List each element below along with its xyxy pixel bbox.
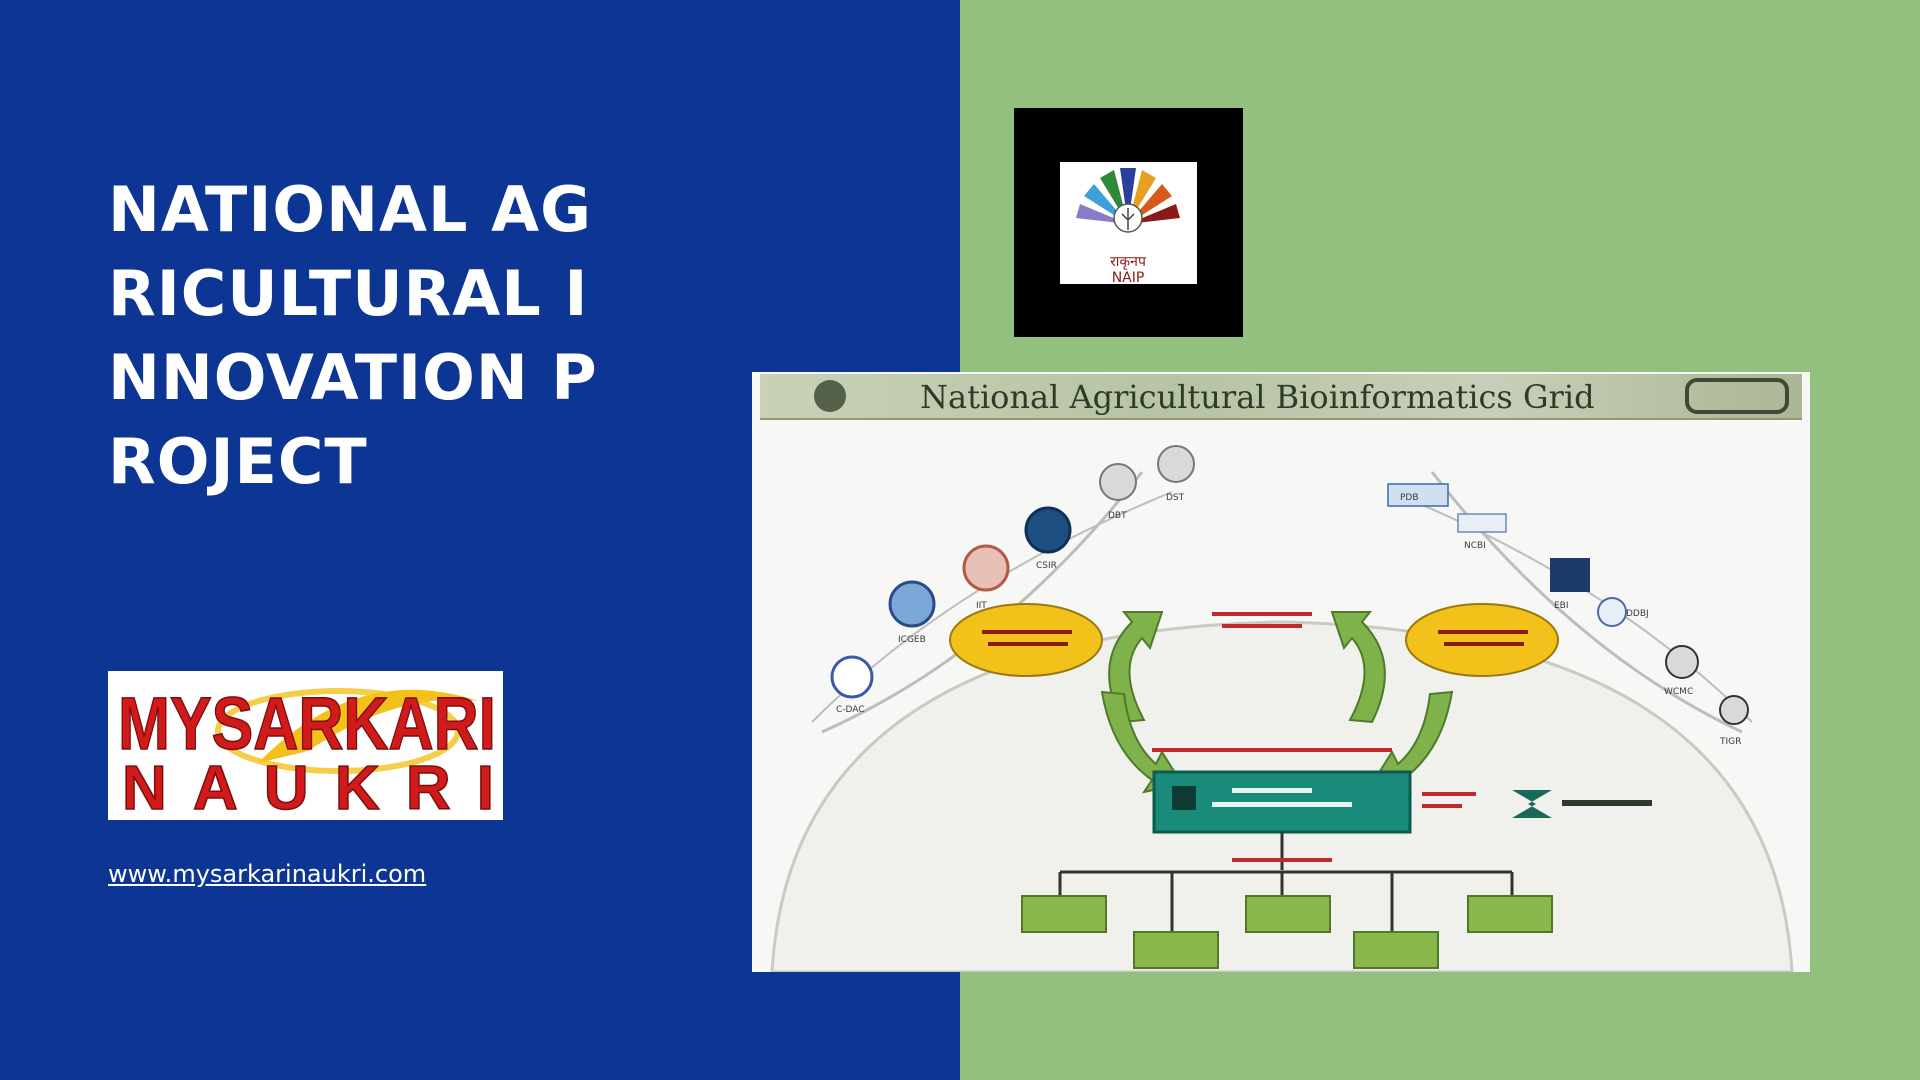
partner-label: DST: [1166, 493, 1185, 503]
partner-logo-icon: [888, 580, 936, 628]
figure-title: National Agricultural Bioinformatics Gri…: [920, 378, 1595, 416]
partner-label: CSIR: [1036, 561, 1057, 571]
mysarkarinaukri-logo: MYSARKARI NAUKRI: [108, 671, 503, 820]
partner-label: DDBJ: [1626, 609, 1649, 619]
partner-logo-icon: [830, 655, 874, 699]
brand-line1: MYSARKARI: [118, 682, 496, 765]
grid-node: [1133, 931, 1219, 969]
partner-label: TIGR: [1719, 737, 1741, 747]
partner-logo-icon: [1099, 463, 1137, 501]
figure-header: National Agricultural Bioinformatics Gri…: [760, 374, 1802, 420]
partner-label: C-DAC: [836, 705, 865, 715]
partner-logo-icon: [1665, 645, 1699, 679]
naip-emblem: राकृनप NAIP: [1060, 162, 1197, 284]
grid-node: [1245, 895, 1331, 933]
bioinformatics-grid-image: C-DAC ICGEB IIT CSIR DBT DST PDB NCBI EB…: [752, 372, 1810, 972]
emblem-icon: [814, 380, 846, 412]
partner-logo-icon: [1550, 558, 1590, 592]
partner-label: NCBI: [1464, 541, 1486, 551]
partner-label: ICGEB: [898, 635, 926, 645]
website-link[interactable]: www.mysarkarinaukri.com: [108, 860, 427, 888]
partner-logo-icon: [1719, 695, 1749, 725]
partner-label: PDB: [1400, 493, 1419, 503]
grid-node: [1353, 931, 1439, 969]
partner-label: IIT: [976, 601, 987, 611]
data-centre-icon: [1512, 790, 1552, 818]
arrow-up-icon: [1330, 611, 1386, 724]
partner-label: WCMC: [1664, 687, 1693, 697]
partner-logo-icon: [1457, 513, 1507, 533]
naip-logo-box: राकृनप NAIP: [1014, 108, 1243, 337]
partner-logo-icon: [1157, 445, 1195, 483]
international-organisations-node: [1405, 603, 1559, 677]
indian-organisations-node: [949, 603, 1103, 677]
partner-logo-icon: [1387, 483, 1449, 507]
partner-label: EBI: [1554, 601, 1569, 611]
grid-node: [1467, 895, 1553, 933]
grid-node: [1021, 895, 1107, 933]
naip-abbr: NAIP: [1112, 270, 1145, 284]
partner-logo-icon: [1597, 597, 1627, 627]
page-title: NATIONAL AGRICULTURAL INNOVATION PROJECT: [108, 173, 598, 498]
partner-logo-icon: [962, 544, 1010, 592]
partner-label: DBT: [1108, 511, 1127, 521]
partner-logo-icon: [1024, 506, 1072, 554]
badge-icon: [1685, 378, 1789, 414]
naip-hindi-text: राकृनप: [1110, 254, 1147, 270]
